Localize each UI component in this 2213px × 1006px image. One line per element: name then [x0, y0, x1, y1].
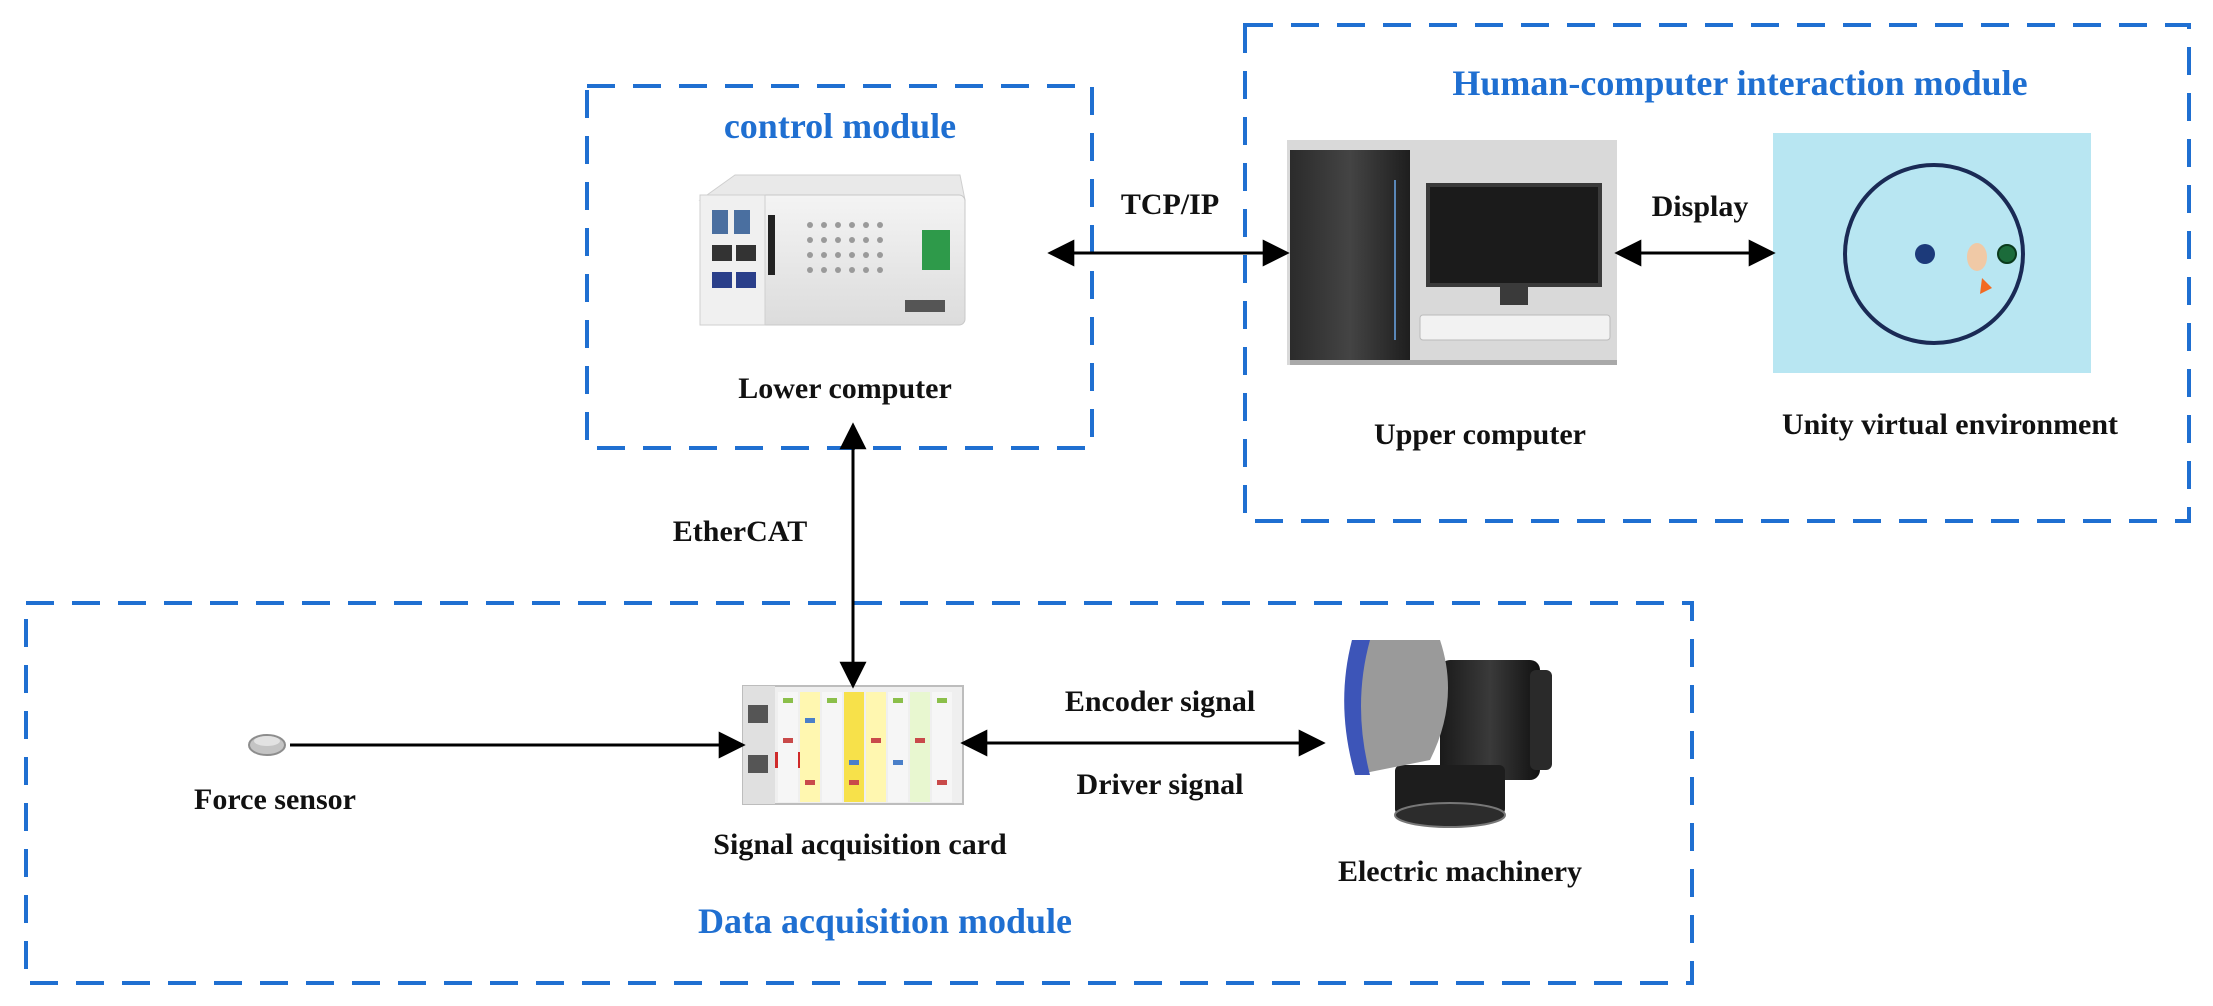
industrial-pc-icon [698, 174, 966, 326]
tcp-ip-label: TCP/IP [1120, 188, 1220, 221]
control-module-title: control module [723, 106, 957, 146]
display-label: Display [1651, 190, 1749, 223]
data-module-title: Data acquisition module [697, 901, 1073, 941]
ethercat-label: EtherCAT [672, 515, 808, 548]
io-module-icon [742, 685, 964, 805]
desktop-computer-icon [1287, 140, 1617, 365]
force-sensor-icon [248, 734, 286, 756]
force-sensor-label: Force sensor [194, 783, 356, 816]
driver-signal-label: Driver signal [1076, 768, 1244, 801]
hci-module-title: Human-computer interaction module [1452, 63, 2028, 103]
signal-card-label: Signal acquisition card [713, 828, 1007, 861]
virtual-scene-icon [1773, 133, 2091, 373]
motor-label: Electric machinery [1337, 855, 1583, 888]
motor-icon [1344, 640, 1552, 828]
unity-env-label: Unity virtual environment [1781, 408, 2119, 441]
hci-module-border [1243, 23, 2191, 523]
lower-computer-label: Lower computer [738, 372, 952, 405]
encoder-signal-label: Encoder signal [1064, 685, 1256, 718]
upper-computer-label: Upper computer [1374, 418, 1586, 451]
